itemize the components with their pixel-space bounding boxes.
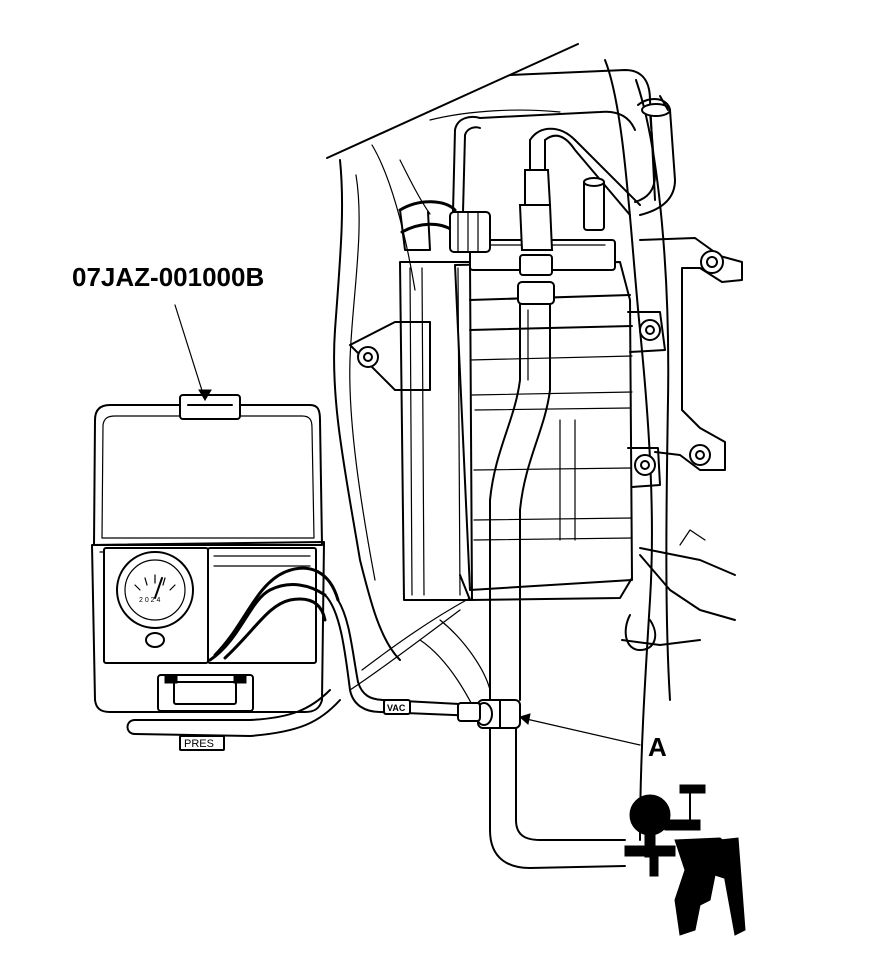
canister-top-hoses	[398, 95, 676, 253]
svg-text:2 0 2 4: 2 0 2 4	[139, 597, 161, 604]
hand-vacuum-pump-icon	[624, 784, 746, 936]
tester-hoses	[126, 566, 481, 751]
callout-connector-a: A	[518, 713, 667, 762]
tester-kit-case: 2 0 2 4	[91, 394, 325, 713]
pump-hose	[489, 727, 626, 869]
connector-a-joint	[475, 699, 521, 729]
vac-hose-label: VAC	[387, 703, 406, 713]
mounting-bracket	[621, 237, 743, 651]
connector-a-label: A	[648, 732, 667, 762]
connector-a-leader-line	[521, 717, 641, 746]
tool-leader-line	[174, 304, 206, 401]
left-bracket	[349, 321, 431, 391]
canister-vent-hose	[489, 254, 555, 701]
callout-tool-number: 07JAZ-001000B	[72, 262, 264, 401]
tool-part-number-label: 07JAZ-001000B	[72, 262, 264, 292]
pres-hose-label: PRES	[184, 738, 214, 750]
